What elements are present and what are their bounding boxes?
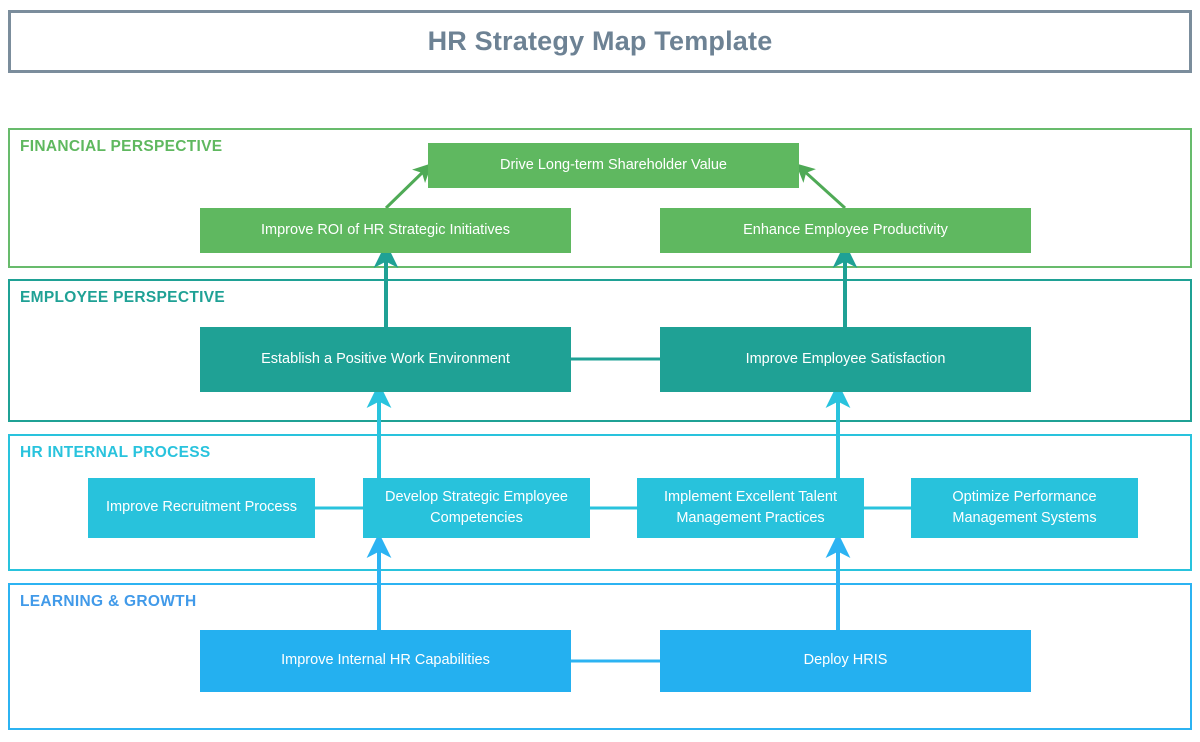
node-improve-recruitment-process[interactable]: Improve Recruitment Process (88, 478, 315, 538)
node-enhance-employee-productivity[interactable]: Enhance Employee Productivity (660, 208, 1031, 253)
node-improve-internal-hr-capabilities[interactable]: Improve Internal HR Capabilities (200, 630, 571, 692)
page-title-frame: HR Strategy Map Template (8, 10, 1192, 73)
perspective-label-learning-and-growth: LEARNING & GROWTH (20, 593, 197, 610)
node-deploy-hris[interactable]: Deploy HRIS (660, 630, 1031, 692)
perspective-label-hr-internal-process: HR INTERNAL PROCESS (20, 444, 211, 461)
perspective-label-employee: EMPLOYEE PERSPECTIVE (20, 289, 225, 306)
node-optimize-performance-management-systems[interactable]: Optimize Performance Management Systems (911, 478, 1138, 538)
page-title: HR Strategy Map Template (427, 26, 773, 56)
node-establish-a-positive-work-environment[interactable]: Establish a Positive Work Environment (200, 327, 571, 392)
perspective-label-financial: FINANCIAL PERSPECTIVE (20, 138, 223, 155)
node-drive-long-term-shareholder-value[interactable]: Drive Long-term Shareholder Value (428, 143, 799, 188)
node-develop-strategic-employee-competencies[interactable]: Develop Strategic Employee Competencies (363, 478, 590, 538)
node-improve-employee-satisfaction[interactable]: Improve Employee Satisfaction (660, 327, 1031, 392)
node-improve-roi-of-hr-strategic-initiatives[interactable]: Improve ROI of HR Strategic Initiatives (200, 208, 571, 253)
node-implement-excellent-talent-management-practices[interactable]: Implement Excellent Talent Management Pr… (637, 478, 864, 538)
